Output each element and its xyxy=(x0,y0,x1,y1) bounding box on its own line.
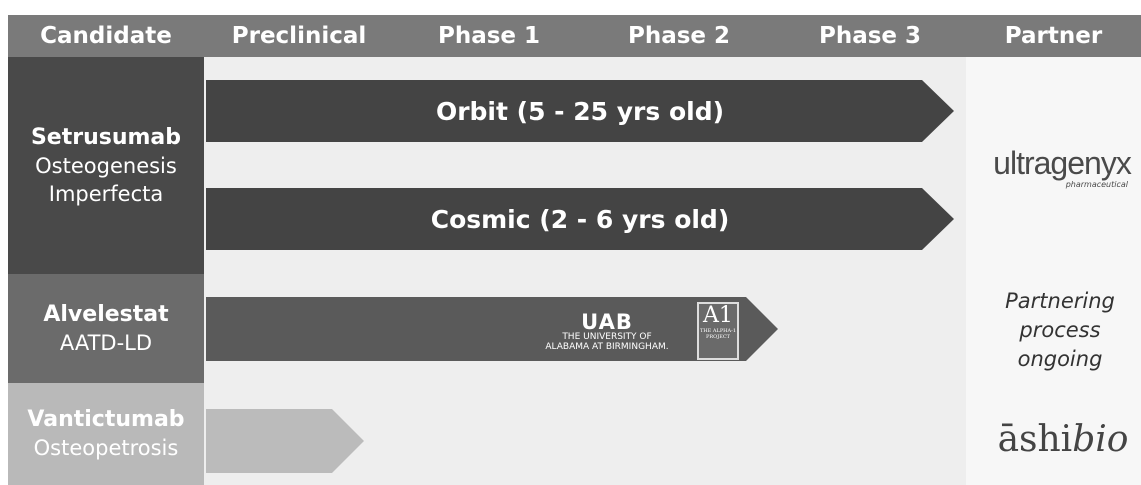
candidate-name: Vantictumab xyxy=(27,407,185,432)
header-row: Candidate Preclinical Phase 1 Phase 2 Ph… xyxy=(8,15,1141,57)
candidate-name: Alvelestat xyxy=(43,301,169,327)
partner-column xyxy=(966,57,1141,485)
header-phase-3: Phase 3 xyxy=(818,23,922,49)
ultragenyx-sub: pharmaceutical xyxy=(1065,180,1128,189)
alpha1-text: THE ALPHA-1 PROJECT xyxy=(699,328,737,340)
uab-mark: UAB xyxy=(581,310,633,334)
candidate-indication: Osteogenesis xyxy=(35,153,177,178)
candidate-alvelestat: Alvelestat AATD-LD xyxy=(8,274,204,383)
uab-line: ALABAMA AT BIRMINGHAM. xyxy=(545,342,669,352)
header-candidate: Candidate xyxy=(40,23,172,49)
alpha1-project-logo: A1 THE ALPHA-1 PROJECT xyxy=(697,302,739,360)
ultragenyx-wordmark: ultragenyx xyxy=(993,145,1132,181)
alpha1-mark: A1 xyxy=(703,303,733,328)
ultragenyx-logo: ultragenyx pharmaceutical xyxy=(982,146,1141,189)
trial-arrow-alvelestat xyxy=(206,297,778,361)
candidate-setrusumab: Setrusumab Osteogenesis Imperfecta xyxy=(8,57,204,274)
candidate-indication: Osteopetrosis xyxy=(33,436,179,460)
ashibio-main: āshi xyxy=(997,419,1073,460)
ashibio-logo: āshibio xyxy=(985,418,1141,462)
partnering-status: Partnering process ongoing xyxy=(986,287,1134,374)
uab-line: THE UNIVERSITY OF xyxy=(562,332,652,342)
uab-logo: UAB THE UNIVERSITY OF ALABAMA AT BIRMING… xyxy=(528,310,686,353)
ashibio-bio: bio xyxy=(1072,419,1129,460)
trial-arrow-cosmic: Cosmic (2 - 6 yrs old) xyxy=(206,188,954,250)
header-preclinical: Preclinical xyxy=(231,23,367,49)
candidate-name: Setrusumab xyxy=(30,124,182,150)
partnering-line: ongoing xyxy=(1017,347,1103,371)
candidate-indication: Imperfecta xyxy=(48,181,164,206)
candidate-vantictumab: Vantictumab Osteopetrosis xyxy=(8,383,204,485)
partnering-line: process xyxy=(1019,318,1101,342)
header-phase-1: Phase 1 xyxy=(437,23,541,49)
trial-label: Orbit (5 - 25 yrs old) xyxy=(435,96,725,126)
trial-arrow-orbit: Orbit (5 - 25 yrs old) xyxy=(206,80,954,142)
header-partner: Partner xyxy=(1004,23,1103,49)
partnering-line: Partnering xyxy=(1005,289,1115,313)
candidate-indication: AATD-LD xyxy=(59,330,153,355)
trial-arrow-vantictumab xyxy=(206,409,364,473)
header-phase-2: Phase 2 xyxy=(627,23,731,49)
trial-label: Cosmic (2 - 6 yrs old) xyxy=(430,204,730,234)
